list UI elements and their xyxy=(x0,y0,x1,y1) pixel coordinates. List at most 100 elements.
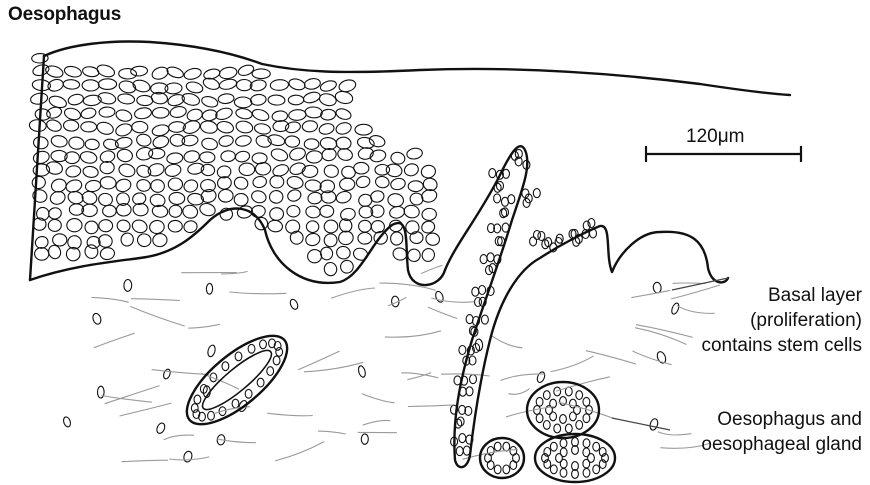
epithelial-cell xyxy=(302,165,319,179)
collagen-fiber xyxy=(331,288,375,298)
collagen-fiber xyxy=(105,386,160,404)
epithelial-cell xyxy=(168,220,182,232)
epithelial-cell xyxy=(403,162,420,177)
epithelial-cell xyxy=(420,164,437,179)
connective-nucleus xyxy=(155,422,166,435)
epithelial-cell xyxy=(32,150,51,166)
epithelial-cell xyxy=(390,177,407,191)
epithelial-cell xyxy=(335,190,353,205)
epithelial-cell xyxy=(183,150,200,164)
epithelial-cell xyxy=(115,177,133,193)
epithelial-cell xyxy=(239,163,255,176)
gland-cell xyxy=(593,465,600,474)
collagen-fiber xyxy=(421,265,442,273)
epithelial-cell xyxy=(320,109,336,121)
epithelial-cell xyxy=(135,163,152,179)
collagen-fiber xyxy=(164,435,194,440)
gland-cell xyxy=(245,389,252,398)
epithelial-cell xyxy=(355,124,372,135)
collagen-fiber xyxy=(586,351,636,364)
basal-cell xyxy=(472,287,479,296)
epithelial-cell xyxy=(269,190,283,203)
scale-bar-label: 120μm xyxy=(686,126,744,148)
gland-cell xyxy=(248,344,255,353)
collagen-fiber xyxy=(492,336,523,348)
epithelial-cell xyxy=(219,66,238,80)
gland-cell xyxy=(260,340,267,349)
gland-cell xyxy=(560,415,567,424)
epithelial-cell xyxy=(85,179,102,193)
epithelial-cell xyxy=(218,189,233,202)
epithelial-cell xyxy=(270,79,289,91)
epithelial-cell xyxy=(130,66,147,77)
epithelial-cell xyxy=(270,147,290,163)
epithelial-cell xyxy=(115,108,133,123)
epithelial-cell xyxy=(336,137,352,150)
basal-cell xyxy=(479,286,486,295)
epithelial-cell xyxy=(32,63,51,77)
epithelial-cell xyxy=(85,139,100,151)
epithelial-cell xyxy=(288,161,306,176)
gland-acinus-bottom xyxy=(535,434,615,482)
basal-layer-label-line-2: (proliferation) xyxy=(662,308,862,333)
epithelial-cell xyxy=(302,90,321,104)
epithelial-cell xyxy=(48,219,62,232)
gland-cell xyxy=(550,442,557,451)
collagen-fiber xyxy=(298,351,339,370)
gland-cell xyxy=(494,442,501,451)
epithelial-cell xyxy=(339,178,354,190)
epithelial-cell xyxy=(80,107,97,120)
epithelial-cell xyxy=(407,248,421,262)
epithelial-cell xyxy=(304,77,322,90)
connective-nucleus xyxy=(183,450,193,463)
gland-cell xyxy=(560,439,567,448)
gland-cell xyxy=(583,468,590,477)
gland-cell xyxy=(232,399,239,408)
gland-section-left-lumen xyxy=(196,343,278,416)
epithelial-cell xyxy=(288,95,304,105)
epithelial-cell xyxy=(116,219,132,234)
collagen-fiber xyxy=(506,407,554,418)
epithelial-cell xyxy=(99,220,113,232)
epithelial-cell xyxy=(375,175,390,189)
epithelial-cell xyxy=(117,162,136,178)
epithelial-cell xyxy=(269,207,284,221)
gland-cells xyxy=(191,339,608,479)
epithelial-cell xyxy=(169,105,187,118)
gland-cell xyxy=(510,447,517,456)
gland-cell xyxy=(583,397,590,406)
epithelium-surface-line xyxy=(44,42,790,95)
gland-cell xyxy=(235,352,242,361)
basal-cell xyxy=(508,195,515,204)
epithelial-cell xyxy=(82,80,99,91)
collagen-fiber xyxy=(408,405,454,407)
connective-nucleus xyxy=(357,365,366,378)
gland-cell xyxy=(550,412,557,421)
epithelial-cell xyxy=(97,91,117,105)
epithelial-cell xyxy=(98,79,116,90)
epithelial-cell xyxy=(267,219,283,233)
epithelial-cell xyxy=(185,80,204,94)
epithelial-cell xyxy=(202,76,221,91)
epithelial-cell xyxy=(53,234,67,246)
epithelial-cell xyxy=(200,95,218,109)
epithelial-cell xyxy=(103,205,117,217)
collagen-fiber xyxy=(362,394,395,403)
gland-cell xyxy=(273,356,280,365)
epithelial-cell xyxy=(31,176,46,190)
epithelial-cell xyxy=(67,93,84,107)
collagen-fiber xyxy=(267,413,312,416)
scale-bar xyxy=(646,146,801,162)
epithelial-cell xyxy=(84,244,99,260)
connective-nucleus xyxy=(361,434,368,445)
basal-cell xyxy=(588,219,595,228)
collagen-fiber xyxy=(217,439,256,443)
epithelial-cell xyxy=(182,204,199,220)
epithelial-cell xyxy=(169,134,185,147)
gland-cell xyxy=(543,391,550,400)
epithelial-cell xyxy=(286,175,304,190)
basal-cell xyxy=(494,194,501,203)
epithelial-cell xyxy=(149,219,165,234)
epithelial-cell xyxy=(323,164,339,178)
gland-label: Oesophagus and oesophageal gland xyxy=(622,407,862,457)
